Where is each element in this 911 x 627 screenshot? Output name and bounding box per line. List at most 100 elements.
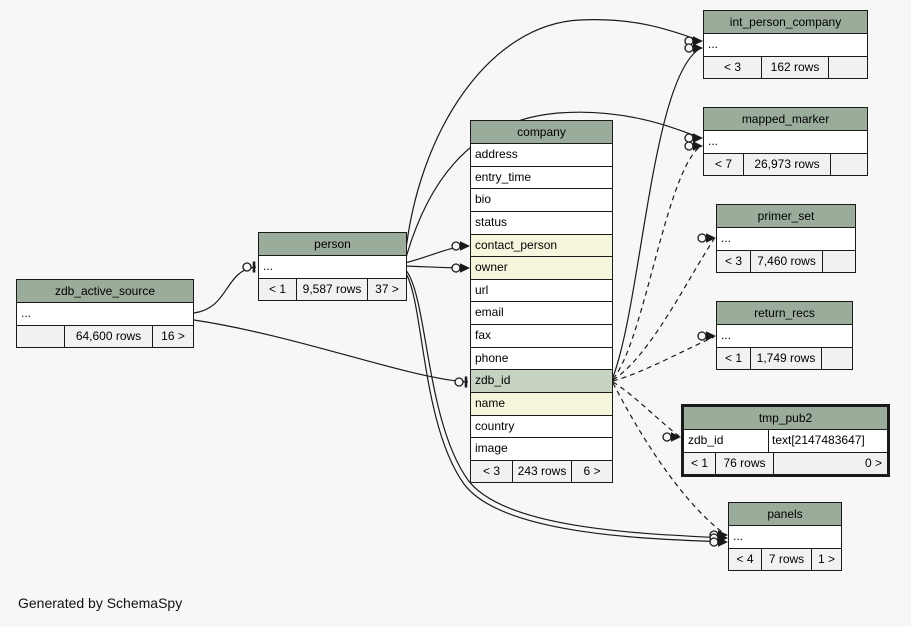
column-label: entry_time — [475, 169, 532, 184]
table-header-primer_set[interactable]: primer_set — [717, 205, 855, 228]
column-label: bio — [475, 192, 492, 207]
column-row-person-more[interactable]: ... — [259, 256, 406, 279]
row-count: 162 rows — [762, 56, 829, 78]
column-row-company-zdb_id[interactable]: zdb_id — [471, 370, 612, 393]
parents-count: < 1 — [717, 347, 751, 369]
column-row-primer_set-more[interactable]: ... — [717, 228, 855, 251]
table-header-int_person_company[interactable]: int_person_company — [704, 11, 867, 34]
column-row-company-owner[interactable]: owner — [471, 257, 612, 280]
column-row-company-phone[interactable]: phone — [471, 348, 612, 371]
relationship-line-company.zdb_id-to-panels — [612, 382, 727, 536]
table-header-tmp_pub2[interactable]: tmp_pub2 — [684, 407, 887, 430]
table-header-panels[interactable]: panels — [729, 503, 841, 526]
children-count — [831, 154, 867, 175]
column-row-company-status[interactable]: status — [471, 212, 612, 235]
column-row-company-country[interactable]: country — [471, 416, 612, 439]
children-count: 37 > — [375, 281, 399, 296]
table-zdb_active_source: zdb_active_source...64,600 rows 16 > — [16, 279, 194, 348]
children-count: 16 > — [161, 328, 185, 343]
column-label: country — [475, 418, 515, 433]
column-row-company-name[interactable]: name — [471, 392, 612, 416]
row-count: 1,749 rows — [751, 347, 822, 369]
column-row-panels-more[interactable]: ... — [729, 526, 841, 549]
relationship-connector-many-icon — [662, 432, 681, 442]
row-count: 7 rows — [762, 548, 812, 570]
children-count — [829, 57, 867, 78]
relationship-line-zdb_active_source-to-company.zdb_id — [193, 319, 469, 383]
column-label: address — [475, 147, 518, 161]
row-count: 9,587 rows — [297, 278, 368, 300]
table-header-zdb_active_source[interactable]: zdb_active_source — [17, 280, 193, 303]
column-row-zdb_active_source-more[interactable]: ... — [17, 303, 193, 326]
column-label: phone — [475, 350, 509, 365]
children-count — [822, 348, 852, 369]
children-count: 6 > — [583, 463, 601, 478]
parents-count: < 7 — [704, 153, 744, 175]
column-row-company-address[interactable]: address — [471, 144, 612, 167]
column-row-company-contact_person[interactable]: contact_person — [471, 234, 612, 258]
table-header-mapped_marker[interactable]: mapped_marker — [704, 108, 867, 131]
column-row-company-email[interactable]: email — [471, 302, 612, 325]
table-header-person[interactable]: person — [259, 233, 406, 256]
relationship-line-company.zdb_id-to-tmp_pub2.zdb_id — [612, 381, 680, 437]
table-header-return_recs[interactable]: return_recs — [717, 302, 852, 325]
row-count: 7,460 rows — [751, 250, 823, 272]
column-label: ... — [708, 134, 719, 148]
parents-count: < 3 — [717, 250, 751, 272]
table-stats-zdb_active_source: 64,600 rows 16 > — [17, 325, 193, 347]
relationship-connector-many-icon — [684, 141, 703, 151]
relationship-connector-many-icon — [697, 331, 716, 341]
row-count: 76 rows — [716, 452, 774, 474]
column-label: url — [475, 282, 489, 297]
relationship-connector-one-icon — [242, 261, 256, 273]
parents-count: < 3 — [471, 460, 513, 482]
column-row-company-url[interactable]: url — [471, 280, 612, 303]
column-row-company-entry_time[interactable]: entry_time — [471, 167, 612, 190]
relationship-connector-many-icon — [451, 241, 470, 251]
children-count: 1 > — [817, 551, 835, 566]
table-header-company[interactable]: company — [471, 121, 612, 144]
column-row-company-fax[interactable]: fax — [471, 325, 612, 348]
column-label: ... — [708, 37, 719, 51]
column-row-mapped_marker-more[interactable]: ... — [704, 131, 867, 154]
relationship-line-zdb_active_source-to-person — [193, 266, 257, 314]
schemaspy-footer: Generated by SchemaSpy — [18, 595, 183, 611]
parents-count: < 3 — [704, 56, 762, 78]
column-label: name — [475, 395, 506, 410]
column-row-company-bio[interactable]: bio — [471, 189, 612, 212]
relationship-line-company.zdb_id-to-return_recs — [612, 336, 715, 382]
relationship-line-company.zdb_id-to-int_person_company — [612, 47, 702, 378]
relationship-connector-one-icon — [454, 376, 468, 388]
column-row-return_recs-more[interactable]: ... — [717, 325, 852, 348]
column-label: ... — [263, 259, 274, 273]
column-row-int_person_company-more[interactable]: ... — [704, 34, 867, 57]
row-count: 64,600 rows — [65, 325, 153, 347]
parents-count: < 4 — [729, 548, 762, 570]
parents-count: < 1 — [259, 278, 297, 300]
relationship-line-person-to-panels — [404, 271, 727, 543]
children-count: 0 > — [864, 455, 882, 470]
relationship-connector-many-icon — [451, 263, 470, 273]
parents-count — [17, 325, 65, 347]
relationship-line-company.zdb_id-to-mapped_marker — [612, 145, 702, 380]
relationship-line-person-to-panels — [404, 268, 727, 539]
column-label: zdb_id — [475, 373, 511, 388]
column-row-company-image[interactable]: image — [471, 438, 612, 461]
column-label: ... — [733, 529, 744, 543]
relationship-connector-many-icon — [684, 43, 703, 53]
column-label: owner — [475, 260, 508, 275]
relationship-connector-many-icon — [709, 537, 728, 547]
